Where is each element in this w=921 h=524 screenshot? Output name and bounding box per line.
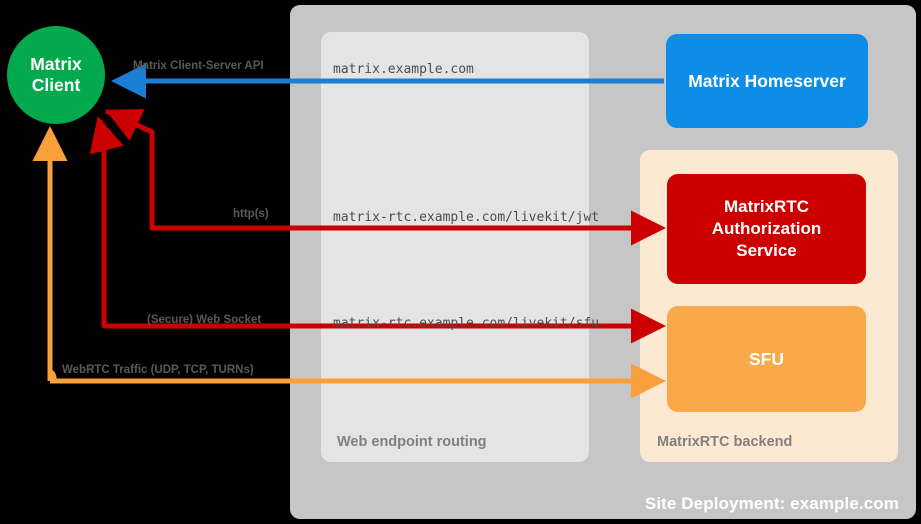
node-matrix-client[interactable]: Matrix Client — [7, 26, 105, 124]
wire-webrtc-corner — [47, 366, 57, 382]
endpoint-matrix-example-com: matrix.example.com — [333, 62, 474, 77]
matrix-client-label-line1: Matrix — [30, 53, 82, 74]
node-matrix-homeserver[interactable]: Matrix Homeserver — [666, 34, 868, 128]
node-matrixrtc-authorization-service[interactable]: MatrixRTC Authorization Service — [667, 174, 866, 284]
node-sfu[interactable]: SFU — [667, 306, 866, 412]
auth-service-label-line2: Authorization — [711, 219, 822, 239]
site-deployment-label: Site Deployment: example.com — [644, 494, 899, 513]
wire-label-webrtc-traffic: WebRTC Traffic (UDP, TCP, TURNs) — [62, 364, 254, 376]
matrix-client-label-line2: Client — [31, 75, 81, 95]
matrixrtc-backend-label: MatrixRTC backend — [657, 434, 793, 450]
wire-label-https: http(s) — [233, 208, 269, 220]
matrix-homeserver-label: Matrix Homeserver — [688, 70, 846, 91]
wire-https-to-client — [105, 109, 155, 228]
endpoint-livekit-jwt: matrix-rtc.example.com/livekit/jwt — [333, 210, 600, 225]
wire-label-matrix-client-server-api: Matrix Client-Server API — [133, 60, 264, 72]
web-endpoint-routing-panel: Web endpoint routing — [321, 32, 589, 462]
endpoint-livekit-sfu: matrix-rtc.example.com/livekit/sfu — [333, 316, 600, 331]
wire-label-web-socket: (Secure) Web Socket — [147, 314, 262, 326]
web-endpoint-routing-label: Web endpoint routing — [337, 434, 487, 450]
sfu-label: SFU — [749, 348, 784, 369]
auth-service-label-line1: MatrixRTC — [723, 197, 809, 217]
wire-websocket-to-client — [89, 116, 124, 326]
auth-service-label-line3: Service — [736, 240, 797, 260]
